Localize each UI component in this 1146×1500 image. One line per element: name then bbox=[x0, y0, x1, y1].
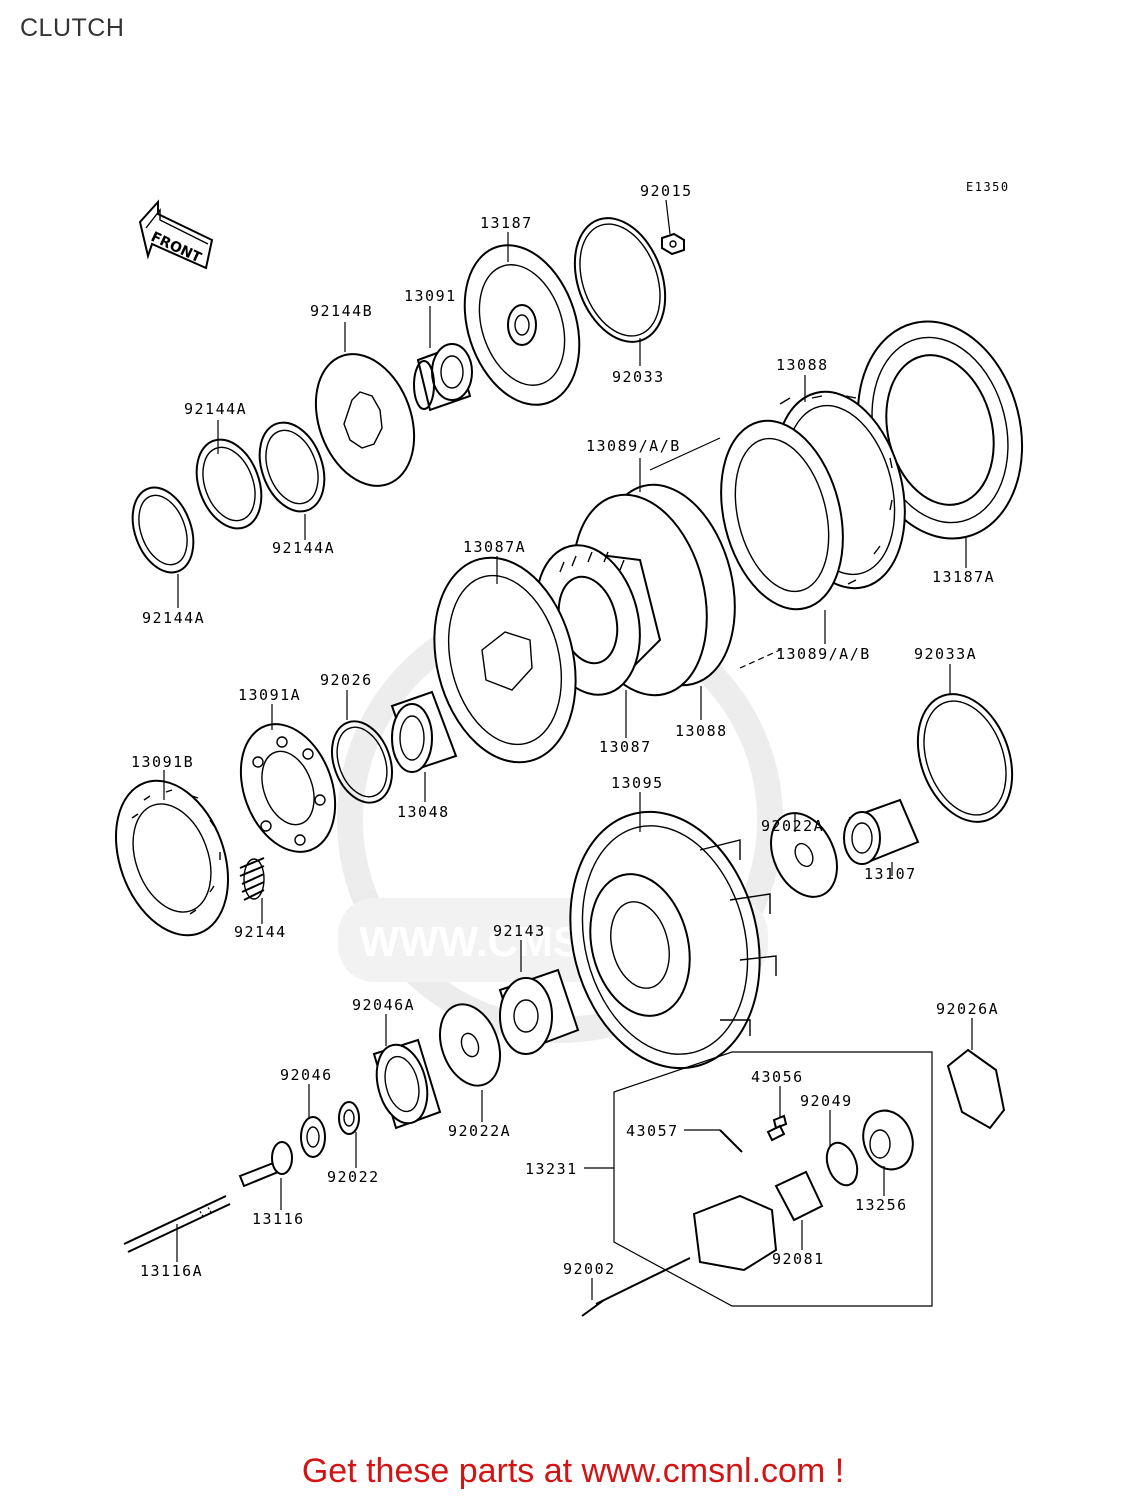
label-92081: 92081 bbox=[772, 1250, 825, 1268]
label-92144a-3: 92144A bbox=[142, 609, 205, 627]
page-title: CLUTCH bbox=[20, 14, 125, 42]
label-92144a-1: 92144A bbox=[184, 400, 247, 418]
washer-92144a-3-icon bbox=[131, 486, 195, 574]
label-43057: 43057 bbox=[626, 1122, 679, 1140]
circlip-92033a-icon bbox=[916, 693, 1014, 823]
ring-92049-icon bbox=[825, 1141, 859, 1187]
thrust-washer-92046-icon bbox=[300, 1116, 326, 1158]
label-13095: 13095 bbox=[611, 774, 664, 792]
label-92144b: 92144B bbox=[310, 302, 373, 320]
label-13187a: 13187A bbox=[932, 568, 995, 586]
label-43056: 43056 bbox=[751, 1068, 804, 1086]
part-labels: 92015 13187 92033 13091 92144B 92144A 92… bbox=[131, 182, 999, 1280]
washer-92022-icon bbox=[338, 1101, 360, 1135]
slave-cylinder-icon bbox=[692, 1194, 778, 1272]
washer-92144a-1-icon bbox=[258, 421, 326, 513]
plate-92144b-icon bbox=[314, 353, 416, 487]
label-92022a-top: 92022A bbox=[761, 817, 824, 835]
bearing-13091-icon bbox=[413, 343, 473, 412]
sleeve-13048-icon bbox=[390, 690, 458, 773]
cap-43057-icon bbox=[719, 1129, 743, 1153]
label-13107: 13107 bbox=[864, 865, 917, 883]
needle-bearing-92046a-icon bbox=[372, 1038, 442, 1130]
seal-13256-icon bbox=[862, 1109, 914, 1171]
front-arrow-label: FRONT bbox=[148, 229, 204, 266]
circlip-92033-icon bbox=[573, 217, 667, 343]
spring-92144-icon bbox=[239, 857, 265, 901]
label-92144: 92144 bbox=[234, 923, 287, 941]
label-13187: 13187 bbox=[480, 214, 533, 232]
label-92002: 92002 bbox=[563, 1260, 616, 1278]
bleeder-43056-icon bbox=[766, 1114, 788, 1142]
gasket-92026a-icon bbox=[946, 1048, 1006, 1130]
label-13087: 13087 bbox=[599, 738, 652, 756]
label-92144a-2: 92144A bbox=[272, 539, 335, 557]
boot-92081-icon bbox=[774, 1170, 824, 1222]
plate-13091b-icon bbox=[114, 779, 230, 937]
label-13256: 13256 bbox=[855, 1196, 908, 1214]
collar-92143-icon bbox=[498, 968, 580, 1055]
label-13091b: 13091B bbox=[131, 753, 194, 771]
label-92143: 92143 bbox=[493, 922, 546, 940]
washer-92022a-bottom-icon bbox=[439, 1003, 501, 1087]
push-rod-13116-icon bbox=[238, 1141, 293, 1188]
front-arrow: FRONT bbox=[138, 199, 214, 270]
label-13089-top: 13089/A/B bbox=[586, 437, 681, 455]
clutch-housing-13095-icon bbox=[569, 810, 777, 1070]
label-92026a: 92026A bbox=[936, 1000, 999, 1018]
label-92015: 92015 bbox=[640, 182, 693, 200]
label-92049: 92049 bbox=[800, 1092, 853, 1110]
ring-92026-icon bbox=[331, 720, 393, 804]
leader-lines bbox=[163, 199, 973, 1300]
label-13088-bottom: 13088 bbox=[675, 722, 728, 740]
label-92033: 92033 bbox=[612, 368, 665, 386]
label-13088-top: 13088 bbox=[776, 356, 829, 374]
nut-92015-icon bbox=[661, 232, 685, 256]
hub-plate-13087a-icon bbox=[433, 556, 577, 764]
pressure-plate-13187-icon bbox=[463, 244, 581, 406]
label-13116a: 13116A bbox=[140, 1262, 203, 1280]
label-13089-bottom: 13089/A/B bbox=[776, 645, 871, 663]
release-mechanism-group bbox=[581, 1048, 1006, 1317]
label-13048: 13048 bbox=[397, 803, 450, 821]
label-92022: 92022 bbox=[327, 1168, 380, 1186]
label-92033a: 92033A bbox=[914, 645, 977, 663]
label-13116: 13116 bbox=[252, 1210, 305, 1228]
bolt-92002-icon bbox=[581, 1257, 691, 1317]
diagram-code: E1350 bbox=[966, 180, 1010, 194]
steel-plate-13089-icon bbox=[649, 419, 844, 669]
push-rod-13116a-icon bbox=[123, 1195, 231, 1253]
label-92026: 92026 bbox=[320, 671, 373, 689]
lifter-plate-13091a-icon bbox=[239, 723, 337, 853]
label-13087a: 13087A bbox=[463, 538, 526, 556]
collar-13107-icon bbox=[843, 798, 920, 865]
label-13091: 13091 bbox=[404, 287, 457, 305]
label-92022a-bottom: 92022A bbox=[448, 1122, 511, 1140]
footer-link-text[interactable]: Get these parts at www.cmsnl.com ! bbox=[301, 1452, 845, 1490]
label-92046a: 92046A bbox=[352, 996, 415, 1014]
washer-92144a-2-icon bbox=[195, 438, 263, 530]
label-13091a: 13091A bbox=[238, 686, 301, 704]
label-13231: 13231 bbox=[525, 1160, 578, 1178]
washer-92022a-top-icon bbox=[770, 812, 838, 898]
label-92046: 92046 bbox=[280, 1066, 333, 1084]
